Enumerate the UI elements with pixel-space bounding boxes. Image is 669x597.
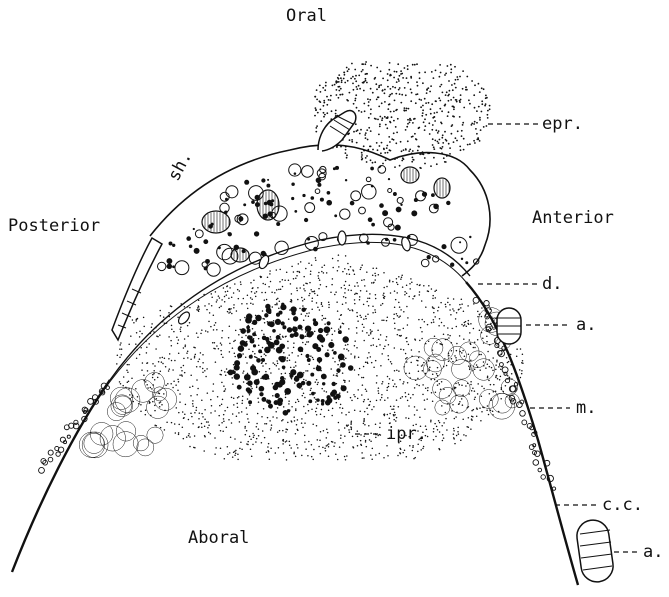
ipr-dense-dots <box>228 303 354 416</box>
inner-membrane-d-2 <box>106 242 466 387</box>
label-ipr: ipr. <box>386 426 427 443</box>
cellular-contents <box>157 164 478 276</box>
posterior-tail <box>112 238 162 340</box>
label-oral: Oral <box>286 8 327 25</box>
label-d: d. <box>542 276 562 293</box>
label-epr: epr. <box>542 116 583 133</box>
label-a-upper: a. <box>576 317 596 334</box>
label-anterior: Anterior <box>532 210 614 227</box>
label-a-lower: a. <box>643 544 663 561</box>
label-posterior: Posterior <box>8 218 100 235</box>
label-aboral: Aboral <box>188 530 249 547</box>
body-wall-right <box>466 282 578 585</box>
body-wall <box>12 380 110 572</box>
sh-outline <box>150 145 490 276</box>
striated-body-lower <box>575 518 615 584</box>
label-m: m. <box>576 400 596 417</box>
striated-body-upper <box>497 308 521 344</box>
label-cc: c.c. <box>602 497 643 514</box>
